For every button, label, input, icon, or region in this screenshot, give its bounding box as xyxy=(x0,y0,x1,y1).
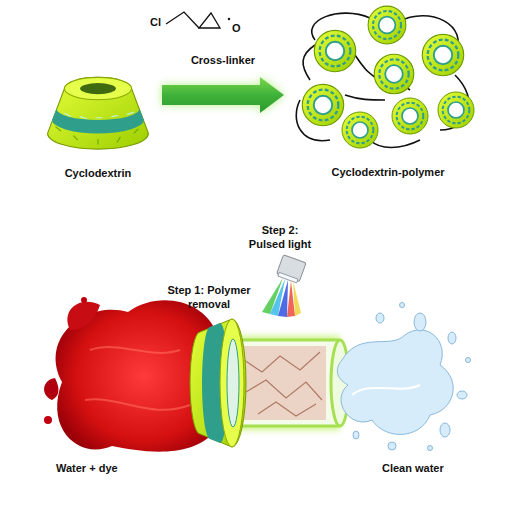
arrow-body xyxy=(162,77,284,113)
text-label: Step 2: Pulsed light xyxy=(244,224,316,252)
reaction-arrow xyxy=(162,77,284,113)
illustration-node: Cyclodextrin xyxy=(34,55,162,183)
text-label: Cl xyxy=(150,16,161,30)
text-label: O xyxy=(232,22,241,36)
text-label: Step 1: Polymer removal xyxy=(163,284,255,312)
edge-label: Cross-linker xyxy=(191,54,255,66)
illustration-node: Cyclodextrin-polymer xyxy=(284,2,492,182)
arrow-glow xyxy=(162,77,284,113)
text-label: Clean water xyxy=(382,462,444,476)
node-label: Cyclodextrin xyxy=(34,167,162,179)
text-label: Water + dye xyxy=(56,462,118,476)
node-label: Cyclodextrin-polymer xyxy=(284,166,492,178)
